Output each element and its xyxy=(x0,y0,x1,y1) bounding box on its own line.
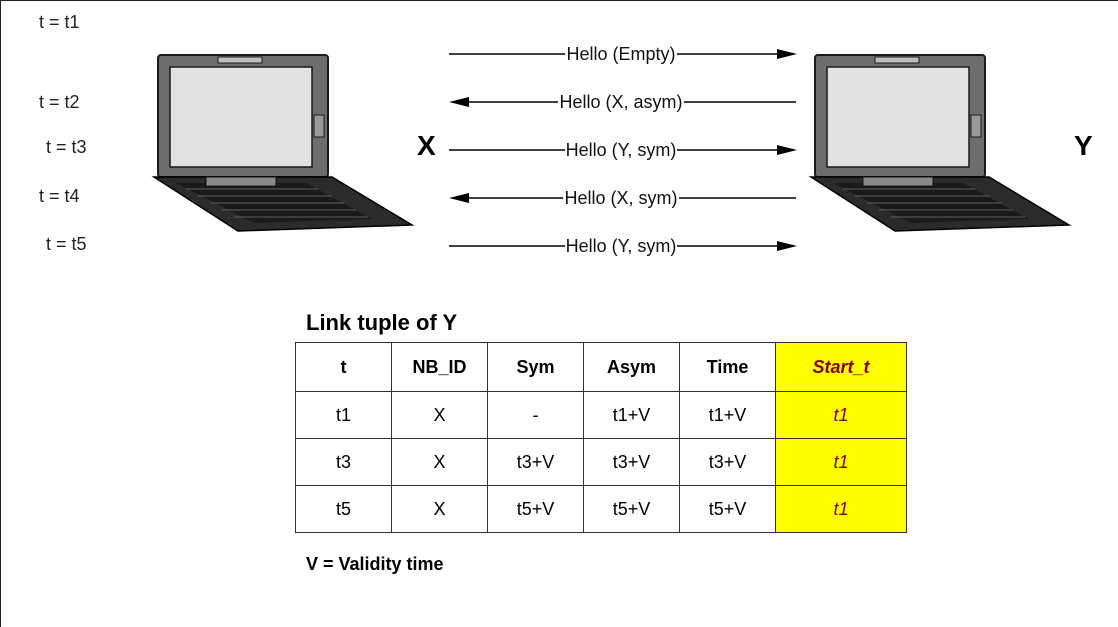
cell-asym: t1+V xyxy=(583,391,680,439)
message-label-2: Hello (X, asym) xyxy=(558,92,684,112)
cell-time: t1+V xyxy=(679,391,776,439)
time-label-t4: t = t4 xyxy=(39,186,80,206)
link-tuple-table: t NB_ID Sym Asym Time Start_t t1 X - t1+… xyxy=(295,342,907,533)
message-arrow-2: Hello (X, asym) xyxy=(421,90,821,114)
cell-nb-id: X xyxy=(391,391,488,439)
header-start-t: Start_t xyxy=(775,342,907,392)
cell-t: t1 xyxy=(295,391,392,439)
table-row: t5 X t5+V t5+V t5+V t1 xyxy=(295,485,907,533)
cell-t: t3 xyxy=(295,438,392,486)
cell-time: t3+V xyxy=(679,438,776,486)
cell-start-t: t1 xyxy=(775,438,907,486)
cell-sym: - xyxy=(487,391,584,439)
message-arrow-5: Hello (Y, sym) xyxy=(421,234,821,258)
time-label-t2: t = t2 xyxy=(39,92,80,112)
cell-asym: t5+V xyxy=(583,485,680,533)
header-nb-id: NB_ID xyxy=(391,342,488,392)
message-arrow-1: Hello (Empty) xyxy=(421,42,821,66)
message-label-5: Hello (Y, sym) xyxy=(564,236,678,256)
message-label-3: Hello (Y, sym) xyxy=(564,140,678,160)
time-label-t5: t = t5 xyxy=(46,234,87,254)
time-label-t3: t = t3 xyxy=(46,137,87,157)
table-row: t3 X t3+V t3+V t3+V t1 xyxy=(295,438,907,486)
table-header-row: t NB_ID Sym Asym Time Start_t xyxy=(295,342,907,392)
cell-t: t5 xyxy=(295,485,392,533)
time-label-t1: t = t1 xyxy=(39,12,80,32)
message-arrow-3: Hello (Y, sym) xyxy=(421,138,821,162)
header-time: Time xyxy=(679,342,776,392)
cell-sym: t5+V xyxy=(487,485,584,533)
table-row: t1 X - t1+V t1+V t1 xyxy=(295,391,907,439)
cell-start-t: t1 xyxy=(775,485,907,533)
message-label-1: Hello (Empty) xyxy=(565,44,677,64)
cell-nb-id: X xyxy=(391,485,488,533)
footnote: V = Validity time xyxy=(306,554,444,574)
cell-sym: t3+V xyxy=(487,438,584,486)
cell-start-t: t1 xyxy=(775,391,907,439)
table-title: Link tuple of Y xyxy=(306,310,458,335)
header-sym: Sym xyxy=(487,342,584,392)
node-label-x: X xyxy=(417,130,436,161)
cell-nb-id: X xyxy=(391,438,488,486)
header-asym: Asym xyxy=(583,342,680,392)
laptop-y-icon xyxy=(808,54,1072,232)
message-label-4: Hello (X, sym) xyxy=(563,188,679,208)
node-label-y: Y xyxy=(1074,130,1093,161)
header-t: t xyxy=(295,342,392,392)
cell-asym: t3+V xyxy=(583,438,680,486)
laptop-x-icon xyxy=(151,54,415,232)
cell-time: t5+V xyxy=(679,485,776,533)
message-arrow-4: Hello (X, sym) xyxy=(421,186,821,210)
